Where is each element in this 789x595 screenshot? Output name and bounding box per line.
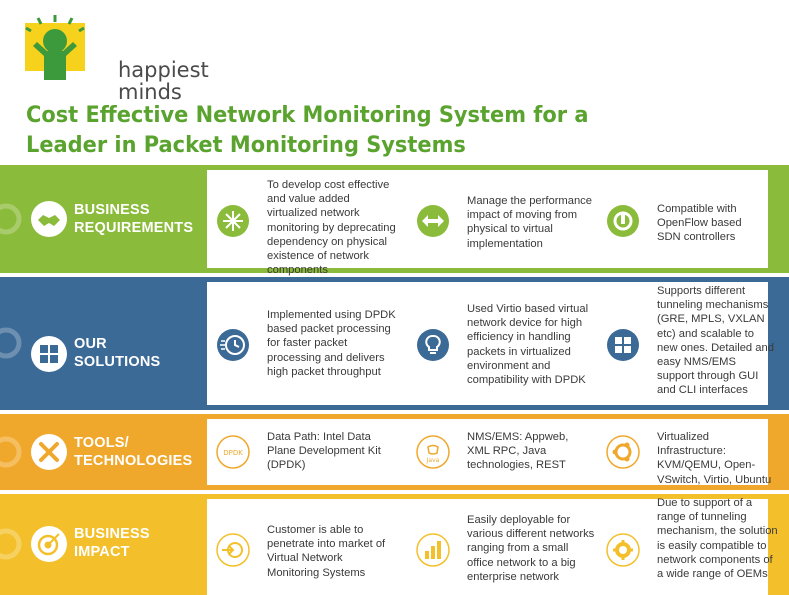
label-line-1: BUSINESS [74,526,150,542]
item-cell: Customer is able to penetrate into marke… [207,499,403,595]
tools-icon [30,433,68,471]
label-line-2: SOLUTIONS [74,354,161,370]
item-text: Manage the performance impact of moving … [467,195,593,250]
band-label-business-impact: BUSINESS IMPACT [74,525,206,561]
ubuntu-icon [606,435,640,469]
item-cell: Compatible with OpenFlow based SDN contr… [597,170,768,268]
panel-business-requirements: To develop cost effective and value adde… [207,170,768,276]
puzzle-icon [30,335,68,373]
band-tools-technologies: TOOLS/ TECHNOLOGIES DPDK Data Path: Inte… [0,414,789,490]
tunneling-puzzle-icon [606,328,640,362]
market-entry-icon [216,533,250,567]
item-cell: Manage the performance impact of moving … [407,170,592,268]
label-line-1: OUR [74,336,107,352]
item-cell: Supports different tunneling mechanisms … [597,282,774,405]
panel-tools-technologies: DPDK Data Path: Intel Data Plane Develop… [207,419,771,486]
item-text: Easily deployable for various different … [467,514,595,583]
label-line-2: REQUIREMENTS [74,220,194,236]
title-line-2: Leader in Packet Monitoring Systems [26,132,466,158]
band-our-solutions: OUR SOLUTIONS Implemented using DPDK bas… [0,277,789,410]
gear-icon [606,533,640,567]
item-text: To develop cost effective and value adde… [267,179,396,277]
page-title: Cost Effective Network Monitoring System… [26,100,714,160]
item-text: Data Path: Intel Data Plane Development … [267,431,381,472]
item-cell: Used Virtio based virtual network device… [407,282,591,405]
happiest-minds-logo: happiest minds [22,14,209,103]
handshake-icon [30,200,68,238]
decorative-swirl-icon [0,203,22,235]
panel-business-impact: Customer is able to penetrate into marke… [207,497,778,595]
item-cell: Java NMS/EMS: Appweb, XML RPC, Java tech… [407,419,591,485]
band-label-business-requirements: BUSINESS REQUIREMENTS [74,201,206,237]
brand-line-1: happiest [118,58,209,82]
label-line-1: BUSINESS [74,202,150,218]
network-hub-icon [216,204,250,238]
target-icon [30,525,68,563]
decorative-swirl-icon [0,528,22,560]
svg-text:DPDK: DPDK [223,449,243,457]
item-cell: Due to support of a range of tunneling m… [597,497,778,595]
item-cell: Virtualized Infrastructure: KVM/QEMU, Op… [597,419,771,486]
item-text: Virtualized Infrastructure: KVM/QEMU, Op… [657,431,772,486]
band-business-requirements: BUSINESS REQUIREMENTS To develop cost ef… [0,165,789,276]
item-text: Used Virtio based virtual network device… [467,303,589,387]
label-line-1: TOOLS/ [74,435,129,451]
decorative-swirl-icon [0,436,22,468]
bar-chart-icon [416,533,450,567]
lightbulb-icon [416,328,450,362]
item-text: Customer is able to penetrate into marke… [267,524,386,579]
item-cell: Implemented using DPDK based packet proc… [207,282,403,405]
title-line-1: Cost Effective Network Monitoring System… [26,102,589,128]
logo-mark-icon [25,15,85,80]
band-label-our-solutions: OUR SOLUTIONS [74,335,206,371]
label-line-2: TECHNOLOGIES [74,453,193,469]
brand-line-2: minds [118,80,182,104]
label-line-2: IMPACT [74,544,130,560]
item-cell: Easily deployable for various different … [407,499,594,595]
item-cell: To develop cost effective and value adde… [207,170,403,276]
decorative-swirl-icon [0,327,22,359]
item-text: Supports different tunneling mechanisms … [657,285,774,397]
speed-clock-icon [216,328,250,362]
svg-text:Java: Java [426,457,440,464]
item-cell: DPDK Data Path: Intel Data Plane Develop… [207,419,403,485]
panel-our-solutions: Implemented using DPDK based packet proc… [207,282,774,405]
openflow-icon [606,204,640,238]
item-text: NMS/EMS: Appweb, XML RPC, Java technolog… [467,431,569,472]
dpdk-icon: DPDK [216,435,250,469]
band-label-tools-technologies: TOOLS/ TECHNOLOGIES [74,434,206,470]
item-text: Due to support of a range of tunneling m… [657,497,778,581]
item-text: Implemented using DPDK based packet proc… [267,309,396,378]
java-icon: Java [416,435,450,469]
bidirectional-arrows-icon [416,204,450,238]
item-text: Compatible with OpenFlow based SDN contr… [657,203,742,244]
band-business-impact: BUSINESS IMPACT Customer is able to pene… [0,494,789,595]
